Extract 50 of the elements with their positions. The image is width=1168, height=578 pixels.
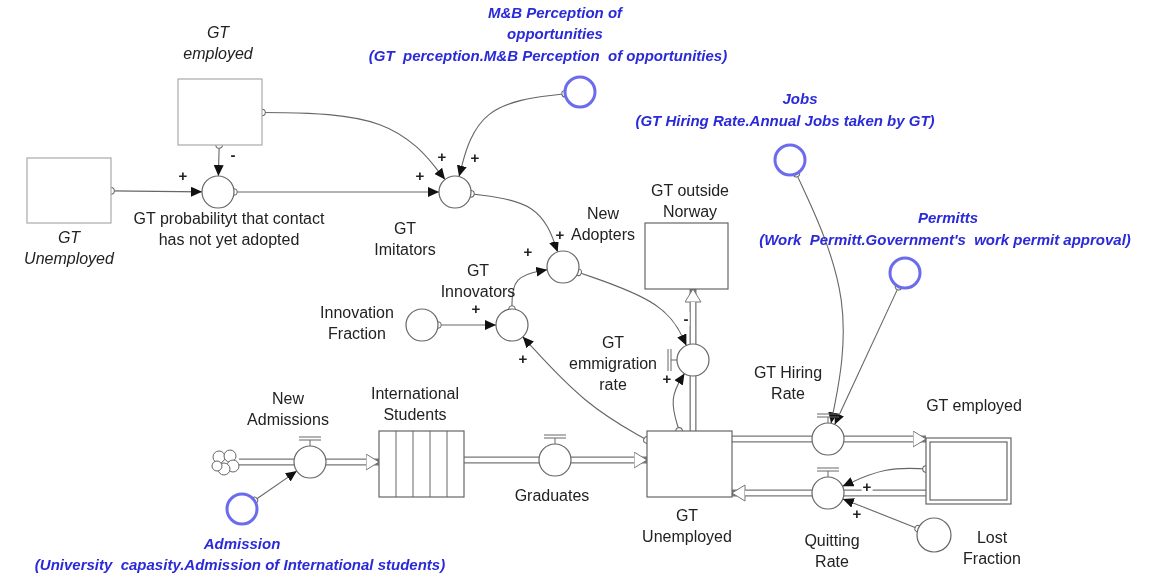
polarity-sign: +	[661, 372, 673, 386]
flow-pipe	[464, 456, 539, 464]
node-label: GT Imitators	[373, 219, 437, 260]
polarity-sign: +	[522, 245, 534, 259]
node-label: GT emmigration rate	[568, 333, 658, 395]
flow-pipe	[326, 453, 380, 471]
flow-pipe	[844, 430, 927, 448]
node-label: New Adopters	[569, 204, 636, 245]
node-label: GT employed	[182, 23, 254, 64]
node-label: GT outside Norway	[650, 181, 730, 222]
node-label: GT Unemployed	[641, 506, 733, 547]
node-label: Admission	[203, 534, 281, 554]
node-label: (Work Permitt.Government's work permit approval)	[759, 230, 1131, 250]
polarity-sign: +	[469, 151, 481, 165]
node-label: (GT Hiring Rate.Annual Jobs taken by GT)	[635, 111, 935, 131]
polarity-sign: +	[470, 302, 482, 316]
connector-arrow	[842, 498, 922, 533]
polarity-sign: +	[861, 480, 873, 494]
polarity-sign: +	[517, 352, 529, 366]
connector-arrow	[574, 268, 687, 346]
node-label: Jobs	[782, 89, 818, 109]
flow-pipe	[239, 458, 294, 466]
node-label: Lost Fraction	[962, 528, 1022, 569]
flow-pipe	[571, 451, 648, 469]
node-label: Quitting Rate	[803, 531, 861, 572]
flow-pipe	[689, 376, 697, 431]
source-cloud	[209, 446, 241, 478]
polarity-sign: -	[682, 312, 690, 326]
flow-pipe	[684, 288, 702, 344]
node-label: GT employed	[926, 396, 1022, 416]
node-label: GT Unemployed	[23, 228, 116, 269]
polarity-sign: +	[414, 169, 426, 183]
node-label: GT Innovators	[439, 261, 517, 302]
node-label: Permitts	[918, 208, 978, 228]
flow-pipe	[844, 489, 926, 497]
node-label: GT probabilityt that contact has not yet adopted	[132, 209, 326, 250]
polarity-sign: +	[554, 228, 566, 242]
polarity-sign: +	[436, 150, 448, 164]
node-label: (GT perception.M&B Perception of opportunities)	[368, 46, 728, 66]
node-label: GT Hiring Rate	[752, 363, 824, 404]
node-label: M&B Perception of opportunities	[486, 3, 624, 44]
flow-pipe	[731, 484, 812, 502]
polarity-sign: +	[177, 169, 189, 183]
flow-pipe	[732, 435, 812, 443]
node-label: International Students	[369, 384, 461, 425]
node-label: New Admissions	[246, 389, 330, 430]
node-label: (University capasity.Admission of International students)	[34, 555, 446, 575]
node-label: Innovation Fraction	[319, 303, 395, 344]
polarity-sign: +	[851, 507, 863, 521]
node-label: Graduates	[514, 486, 590, 506]
